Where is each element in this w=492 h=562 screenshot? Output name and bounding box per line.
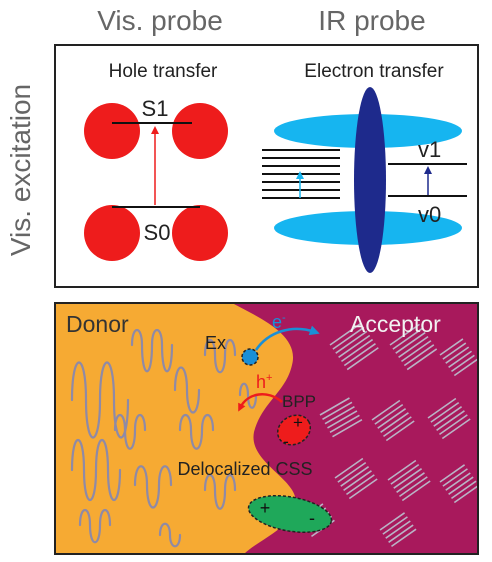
- molecule-top-right: [172, 103, 228, 159]
- vis-excitation-label: Vis. excitation: [5, 84, 36, 256]
- hole-transfer-title: Hole transfer: [109, 61, 218, 82]
- vis-probe-label: Vis. probe: [97, 5, 223, 36]
- donor-region: [55, 303, 296, 554]
- v1-label: v1: [418, 137, 441, 162]
- acceptor-label: Acceptor: [350, 311, 441, 337]
- molecule-bottom-left: [84, 205, 140, 261]
- bottom-panel: Donor Acceptor Ex e- h+ BPP + - Delocali…: [54, 302, 479, 555]
- hole-label: h+: [256, 372, 272, 392]
- electron-label: e-: [272, 312, 286, 332]
- bpp-marker: [276, 414, 312, 446]
- acceptor-molecule: [354, 87, 386, 273]
- exciton-marker: [241, 348, 259, 366]
- molecule-top-left: [84, 103, 140, 159]
- top-panel: Hole transfer S1 S0 Electron transfer v1: [54, 44, 479, 288]
- v0-label: v0: [418, 202, 441, 227]
- ir-probe-label: IR probe: [318, 5, 425, 36]
- css-label: Delocalized CSS: [177, 459, 312, 479]
- css-plus: +: [260, 498, 271, 518]
- exciton-label: Ex: [205, 333, 226, 353]
- donor-polymer-chains: [70, 328, 258, 548]
- s0-label: S0: [144, 220, 171, 245]
- vibrational-level-stack: [262, 149, 340, 199]
- bpp-label: BPP: [282, 392, 316, 411]
- hole-transfer-arrow: [238, 393, 283, 412]
- bpp-plus: +: [293, 413, 303, 432]
- css-minus: -: [309, 508, 315, 528]
- bpp-minus: -: [283, 432, 289, 451]
- molecule-bottom-right: [172, 205, 228, 261]
- electron-transfer-title: Electron transfer: [304, 61, 444, 82]
- css-marker: [247, 494, 333, 534]
- donor-label: Donor: [66, 311, 129, 337]
- s1-label: S1: [142, 96, 169, 121]
- electron-transfer-arrow: [254, 325, 320, 351]
